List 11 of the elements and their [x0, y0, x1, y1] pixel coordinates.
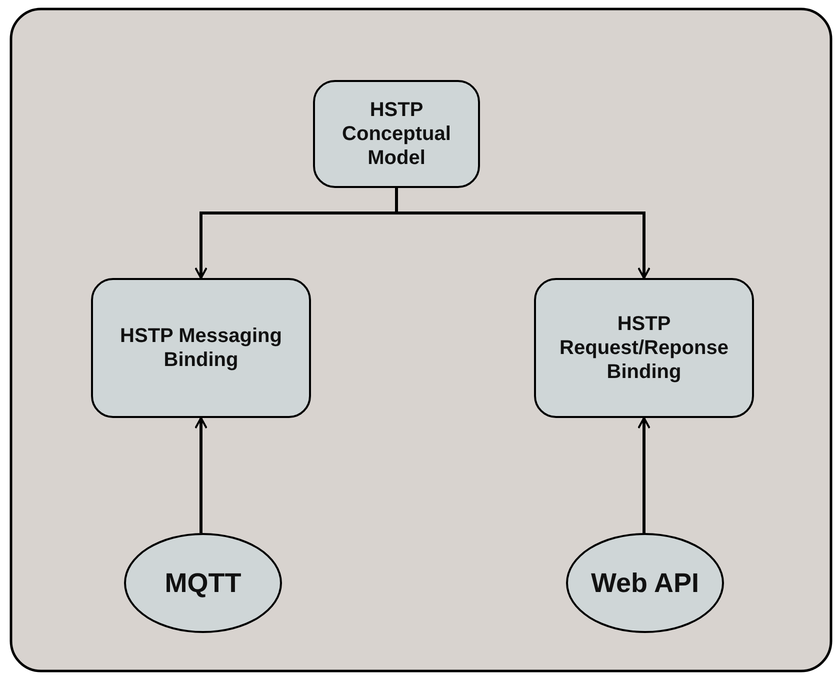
node-label: MQTT: [164, 566, 242, 600]
arrow: [638, 417, 650, 533]
process-box: [91, 278, 311, 418]
process-box: [534, 278, 754, 418]
process-box: [313, 80, 480, 188]
arrow: [194, 417, 208, 533]
node-label: Web API: [590, 566, 699, 600]
node-label: HSTP Request/Reponse Binding: [558, 312, 730, 384]
arrow: [395, 188, 650, 279]
node-label: HSTP Messaging Binding: [119, 324, 283, 372]
node-label: HSTP Conceptual Model: [341, 98, 452, 170]
